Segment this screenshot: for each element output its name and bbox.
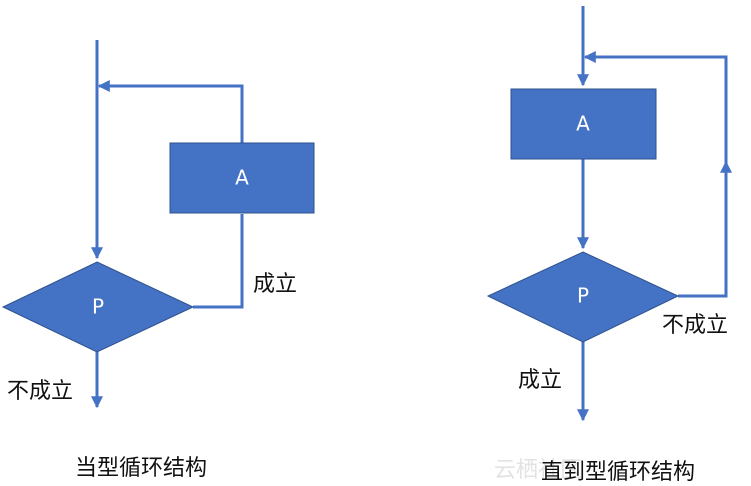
until-false-label: 不成立 (662, 313, 729, 338)
while-decision-label: P (92, 295, 104, 319)
until-loop-diagram: A P (486, 6, 732, 422)
while-loop-caption: 当型循环结构 (75, 456, 208, 481)
while-true-flow (193, 214, 244, 309)
until-false-flow-up (678, 160, 732, 298)
until-loop-caption: 直到型循环结构 (541, 460, 696, 485)
until-decision-diamond (486, 251, 680, 343)
until-process-box (510, 88, 657, 160)
while-process-box (169, 142, 315, 214)
until-false-flow-back (583, 51, 728, 162)
watermark-text: 云栖社区 (494, 458, 583, 483)
while-false-label: 不成立 (7, 379, 74, 404)
until-true-label: 成立 (518, 368, 563, 393)
while-decision-diamond (1, 261, 195, 353)
until-process-label: A (576, 112, 590, 136)
while-loop-back-flow (97, 80, 244, 143)
while-loop-diagram: A P (1, 40, 315, 409)
until-decision-label: P (577, 284, 589, 308)
while-true-label: 成立 (253, 272, 298, 297)
while-process-label: A (235, 166, 249, 190)
